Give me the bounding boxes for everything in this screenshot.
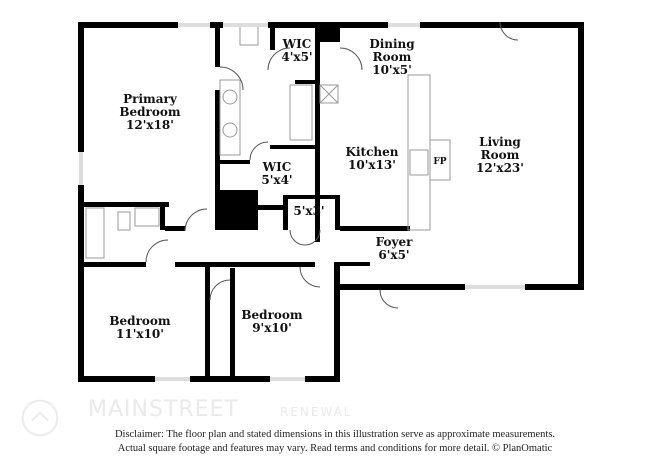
logo-subtext: RENEWAL [280,405,353,419]
door-swings [145,21,519,309]
logo-mark-icon [21,399,59,437]
logo-text: MAINSTREET [88,397,239,422]
disclaimer-line-2: Actual square footage and features may v… [117,443,553,454]
windows [79,23,525,381]
room-label-closet: 5'x3' [293,204,325,218]
disclaimer-line-1: Disclaimer: The floor plan and stated di… [114,429,556,440]
fixtures [85,24,451,259]
walls [78,22,584,382]
fireplace-label: FP [433,157,447,167]
